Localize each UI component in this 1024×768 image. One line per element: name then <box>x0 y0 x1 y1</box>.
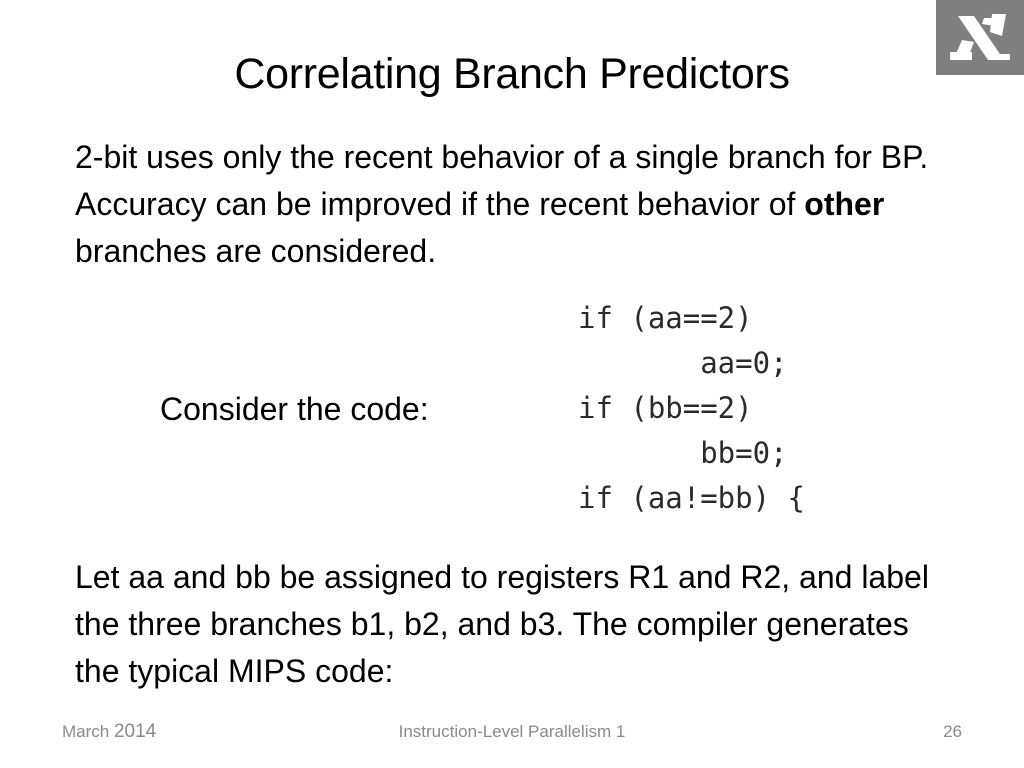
intro-text-after: branches are considered. <box>75 233 437 269</box>
code-line: if (aa==2) <box>578 301 753 335</box>
footer-year: 2014 <box>113 721 157 742</box>
footer-month: March <box>62 722 114 741</box>
code-line: aa=0; <box>578 346 788 380</box>
code-line: if (aa!=bb) { <box>578 481 805 515</box>
intro-paragraph: 2-bit uses only the recent behavior of a… <box>75 134 955 275</box>
page-number: 26 <box>943 722 962 741</box>
closing-paragraph: Let aa and bb be assigned to registers R… <box>75 559 929 689</box>
consider-label: Consider the code: <box>160 391 429 427</box>
code-line: bb=0; <box>578 436 788 470</box>
code-line: if (bb==2) <box>578 391 753 425</box>
footer-course-title: Instruction-Level Parallelism 1 <box>398 722 626 741</box>
code-block: if (aa==2) aa=0; if (bb==2) bb=0; if (aa… <box>578 296 805 521</box>
intro-emphasis: other <box>804 186 885 222</box>
slide-title: Correlating Branch Predictors <box>234 50 790 98</box>
aleph-logo-icon <box>936 0 1024 75</box>
intro-text-before: 2-bit uses only the recent behavior of a… <box>75 139 929 222</box>
footer-date: March 2014 <box>62 720 156 744</box>
